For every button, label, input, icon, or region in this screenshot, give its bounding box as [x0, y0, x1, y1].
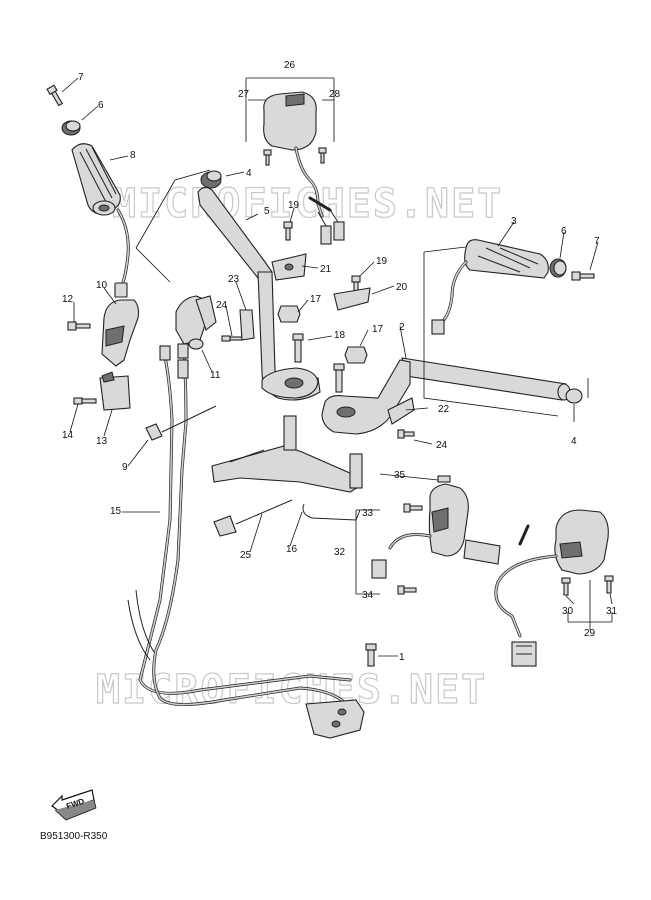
callout-4-left: 4 [246, 168, 252, 179]
callout-24-right: 24 [436, 440, 448, 451]
callout-25: 25 [240, 550, 252, 561]
callout-21: 21 [320, 264, 332, 275]
callout-4-right: 4 [571, 436, 577, 447]
callout-8: 8 [130, 150, 136, 161]
top-switch-26 [245, 77, 345, 245]
callout-5: 5 [264, 206, 270, 217]
leader-lines [61, 77, 613, 657]
callout-22: 22 [438, 404, 450, 415]
callout-6-left: 6 [98, 100, 104, 111]
callout-35: 35 [394, 470, 406, 481]
callout-11: 11 [210, 370, 221, 381]
callout-23: 23 [228, 274, 240, 285]
right-handlebar [321, 357, 583, 439]
callout-24-left: 24 [216, 300, 228, 311]
callout-9: 9 [122, 462, 128, 473]
callout-19-right: 19 [376, 256, 388, 267]
callout-7-left: 7 [78, 72, 84, 83]
clutch-holder-assembly [67, 295, 255, 367]
fwd-arrow-icon: FWD [51, 789, 97, 821]
callout-15: 15 [110, 506, 122, 517]
callout-12: 12 [62, 294, 74, 305]
callout-3: 3 [511, 216, 517, 227]
right-grip-assembly [423, 239, 595, 417]
callout-7-right: 7 [594, 236, 600, 247]
callout-34: 34 [362, 590, 374, 601]
watermark-top: MICROFICHES.NET [112, 181, 503, 227]
callout-1: 1 [399, 652, 405, 663]
left-switch-29 [494, 509, 614, 667]
throttle-cables-15 [127, 343, 377, 739]
diagram-code: B951300-R350 [40, 831, 108, 842]
callout-31: 31 [606, 606, 618, 617]
callout-20: 20 [396, 282, 408, 293]
callout-17-right: 17 [372, 324, 384, 335]
left-grip-assembly [46, 84, 130, 298]
left-handlebar [197, 170, 321, 401]
callout-14: 14 [62, 430, 74, 441]
right-switch-32 [355, 475, 501, 595]
callout-10: 10 [96, 280, 108, 291]
bolt-7 [46, 84, 63, 107]
callout-26: 26 [284, 60, 296, 71]
callout-labels: 1 2 3 4 4 5 6 6 7 7 8 9 10 11 12 13 14 1… [62, 60, 618, 663]
callout-27: 27 [238, 89, 250, 100]
callout-29: 29 [584, 628, 596, 639]
callout-17-left: 17 [310, 294, 322, 305]
callout-30: 30 [562, 606, 574, 617]
callout-33: 33 [362, 508, 374, 519]
callout-32: 32 [334, 547, 346, 558]
bracket-16 [211, 415, 363, 521]
callout-6-right: 6 [561, 226, 567, 237]
callout-19-left: 19 [288, 200, 300, 211]
callout-28: 28 [329, 89, 341, 100]
callout-13: 13 [96, 436, 108, 447]
callout-2: 2 [399, 322, 405, 333]
callout-18: 18 [334, 330, 346, 341]
callout-16: 16 [286, 544, 298, 555]
watermark-bottom: MICROFICHES.NET [96, 667, 487, 713]
